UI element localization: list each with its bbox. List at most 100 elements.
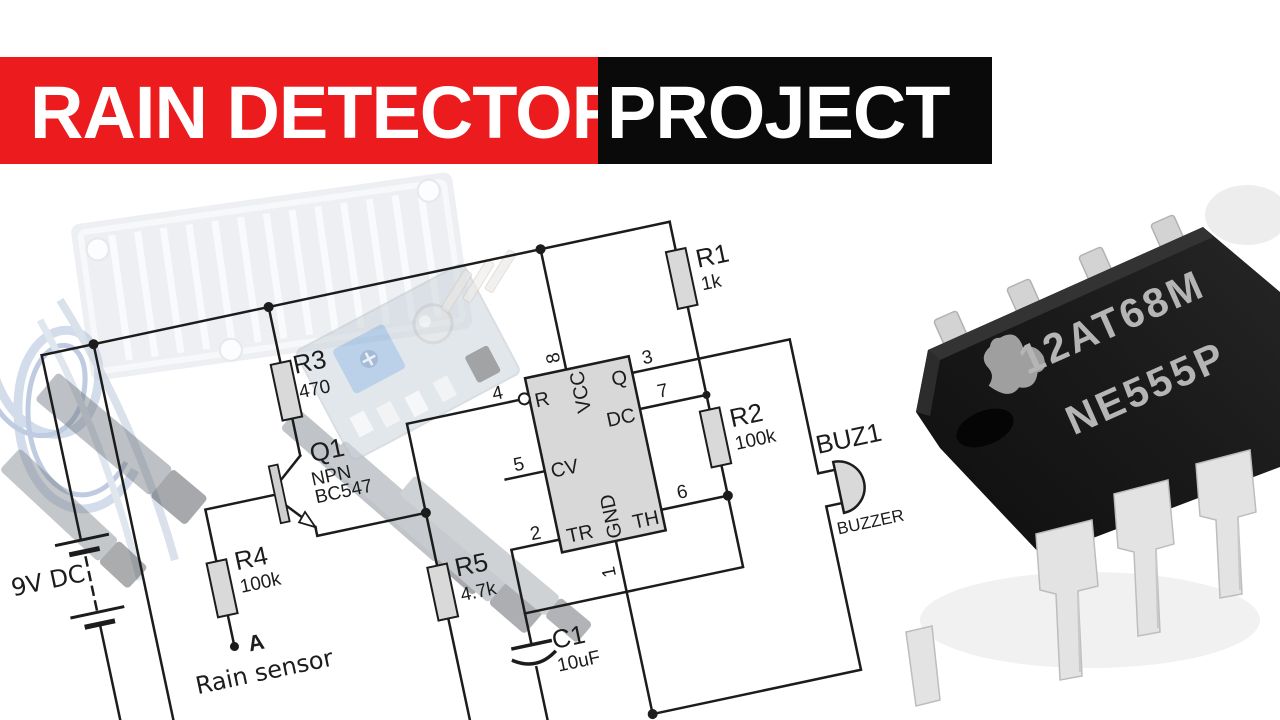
- connector: [1, 449, 118, 561]
- module-header-pins-photo: [440, 249, 517, 313]
- junction-dot: [702, 390, 711, 399]
- buzzer-half-circle: [831, 460, 866, 515]
- transistor-base-bar: [267, 463, 291, 525]
- title-banner: RAIN DETECTOR PROJECT: [0, 57, 992, 164]
- connector: [327, 441, 506, 602]
- junction-dot: [263, 302, 274, 313]
- resistor-r4-body: [205, 558, 239, 619]
- sensor-module-photo: [296, 263, 520, 461]
- emitter-arrow: [297, 510, 318, 529]
- plate-hole: [416, 178, 441, 203]
- header-pin: [462, 259, 495, 303]
- chip-bottom-pins: [905, 449, 1257, 707]
- c1-bottom-wire: [534, 665, 550, 720]
- r5-wires: [424, 511, 473, 720]
- wires: [40, 220, 863, 720]
- junction-dot: [535, 244, 546, 255]
- junction-dot: [647, 709, 658, 720]
- pin-number-2: 2: [528, 523, 543, 546]
- battery-plate-short: [68, 545, 101, 558]
- chip-pin: [1113, 479, 1175, 637]
- plate-hole: [218, 337, 243, 362]
- power-label: 9V DC: [9, 559, 88, 602]
- r5-ref: R5: [452, 546, 491, 582]
- resistor-r1-body: [664, 246, 699, 311]
- chip-pin: [1195, 449, 1257, 599]
- ic-pin-name-output: Q: [610, 366, 630, 391]
- pin-number-1: 1: [598, 565, 621, 580]
- smd-pad: [432, 375, 458, 403]
- banner-title-right: PROJECT: [607, 70, 951, 154]
- resistor-r3-body: [269, 359, 304, 422]
- ground-rail: [651, 501, 863, 716]
- c1-plate-curved: [511, 649, 558, 666]
- chip-pin: [1035, 519, 1099, 681]
- sensor-supply-wire: [92, 342, 181, 720]
- banner-black-block: PROJECT: [598, 57, 992, 164]
- ti-logo: [983, 334, 1045, 394]
- c1-plate-straight: [510, 638, 553, 651]
- reset-pin4-wire: [405, 398, 520, 515]
- r4-ref: R4: [232, 540, 271, 576]
- buzzer-symbol: [831, 460, 866, 515]
- connector: [36, 373, 172, 495]
- pin-number-4: 4: [490, 382, 505, 405]
- sensor-point-dot: [229, 642, 239, 652]
- c1-ref: C1: [549, 619, 588, 655]
- connector-tip: [489, 582, 542, 633]
- r1-wires: [668, 220, 708, 397]
- control-pin5-stub: [504, 469, 547, 481]
- junction-dot: [88, 339, 99, 350]
- trimpot-cross: [362, 352, 376, 366]
- capacitor-c1: [510, 638, 558, 666]
- q1-ref: Q1: [307, 432, 347, 469]
- reset-inversion-bubble: [517, 392, 531, 406]
- plate-hole: [85, 237, 110, 262]
- battery-dashed-link: [84, 556, 99, 611]
- smd-pad: [376, 400, 401, 428]
- resistor-r5-body: [426, 562, 460, 622]
- plate-frame: [77, 179, 466, 374]
- transistor-q1: [267, 463, 318, 529]
- battery-9v: [54, 532, 125, 630]
- smd-pad: [404, 390, 429, 418]
- trigger-pin2-wire: [509, 538, 561, 647]
- connector-tip: [151, 470, 207, 524]
- battery-plate-long: [70, 605, 125, 620]
- round-capacitor: [412, 303, 454, 345]
- discharge-pin7-wire: [638, 393, 708, 411]
- chip-pin-shading: [1077, 519, 1241, 673]
- junction-dot: [420, 507, 431, 518]
- sensor-node-label: A: [246, 629, 267, 657]
- pin-number-7: 7: [655, 380, 670, 403]
- smd-pad: [349, 410, 374, 438]
- ic-pin-name-reset: R: [533, 388, 552, 413]
- jumper-wires-photo: [0, 297, 179, 581]
- buzzer-ref: BUZ1: [813, 417, 884, 460]
- battery-bottom-wire: [98, 622, 130, 720]
- chip-pin: [905, 625, 941, 707]
- chip-top-bevel: [928, 227, 1213, 360]
- ne555-chip-photo: 12AT68M NE555P: [905, 185, 1280, 707]
- module-transistor: [465, 345, 501, 383]
- pin6-pin2-link-wire: [523, 494, 745, 615]
- threshold-pin6-wire: [659, 494, 730, 512]
- ic-pin-name-trigger: TR: [565, 521, 596, 548]
- pin-number-8: 8: [543, 350, 566, 365]
- banner-red-block: RAIN DETECTOR: [0, 57, 625, 164]
- connector-tip: [99, 541, 147, 588]
- header-pin: [484, 249, 517, 293]
- r1-value: 1k: [699, 270, 723, 295]
- plate-serpentine-traces: [108, 191, 442, 361]
- r1-ref: R1: [693, 238, 732, 274]
- connector: [281, 409, 452, 562]
- header-pin: [440, 269, 473, 313]
- chip-shadow: [920, 572, 1260, 668]
- base-r4-wire: [203, 493, 277, 647]
- chip-end-face: [916, 350, 940, 416]
- resistor-r2-body: [698, 406, 733, 469]
- chip-body: [916, 227, 1280, 557]
- capacitor-highlight: [418, 315, 431, 328]
